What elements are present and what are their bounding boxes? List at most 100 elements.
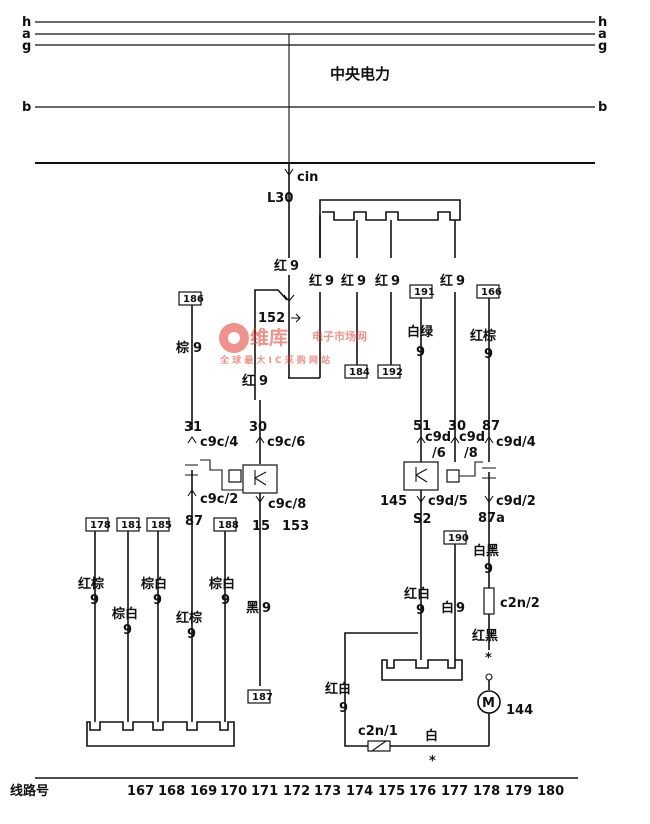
terminal-c9c4: c9c/4 <box>200 435 238 450</box>
terminal-l30: L30 <box>267 191 293 206</box>
wire-label-black9-num: 9 <box>262 601 271 616</box>
wire-label-red9-2-color: 红 <box>242 373 255 389</box>
wire-label-black9-color: 黑 <box>246 601 259 616</box>
line-number: 172 <box>283 784 310 799</box>
component-153-label: 153 <box>282 519 309 534</box>
right-harness: 190 红白 9 白 9 白黑 9 c2n/2 红黑 * M 144 白 * 红… <box>325 530 540 769</box>
terminal-c9d4: c9d/4 <box>496 435 536 450</box>
wire-label-brown9-num: 9 <box>193 341 202 356</box>
pin-87a: 87a <box>478 511 505 526</box>
bus-label-h-right: h <box>598 15 607 30</box>
wire-label-red9-b-num: 9 <box>325 274 334 289</box>
ref-181: 181 <box>121 520 142 531</box>
bus-label-g-left: g <box>22 39 31 54</box>
wire-label-white9-num: 9 <box>456 601 465 616</box>
line-number: 173 <box>314 784 341 799</box>
terminal-c9d-b: c9d <box>459 430 485 445</box>
watermark: 维库 电子市场网 全 球 最 大 I C 采 购 网 站 <box>219 323 367 366</box>
ref-box-192 <box>377 364 401 379</box>
ref-185: 185 <box>151 520 172 531</box>
ref-186: 186 <box>183 294 204 305</box>
central-feed: cin L30 红 9 红 9 <box>242 163 318 389</box>
line-number: 168 <box>158 784 185 799</box>
wire-label-white: 白 <box>425 728 438 744</box>
ref-box-187 <box>247 689 271 704</box>
bus-label-a-left: a <box>22 27 31 42</box>
bus-label-h-left: h <box>22 15 31 30</box>
footer-label: 线路号 <box>10 783 49 799</box>
wire-label-red-black: 红黑 <box>472 628 498 644</box>
line-number: 170 <box>220 784 247 799</box>
wire-label-red-white-a: 红白 <box>404 586 430 602</box>
terminal-c2n1: c2n/1 <box>358 724 398 739</box>
fuse-strip <box>319 199 461 258</box>
line-number: 174 <box>346 784 373 799</box>
wire-label-178: 红棕 <box>78 576 104 592</box>
line-number: 169 <box>190 784 217 799</box>
svg-text:9: 9 <box>123 623 132 638</box>
page-title: 中央电力 <box>330 65 390 83</box>
line-number: 180 <box>537 784 564 799</box>
left-harness: 178 181 185 188 红棕 9 棕白 9 棕白 9 红棕 9 棕白 9 <box>78 517 239 747</box>
bus-label-a-right: a <box>598 27 607 42</box>
watermark-site: 电子市场网 <box>312 329 367 343</box>
terminal-c9d5: c9d/5 <box>428 494 468 509</box>
wire-label-red-white-b: 红白 <box>325 681 351 697</box>
svg-text:9: 9 <box>90 593 99 608</box>
component-152-label: 152 <box>258 311 285 326</box>
bus-lines: h a g b h a g b <box>22 15 607 164</box>
component-152: 152 <box>254 289 301 400</box>
terminal-c9d-8: /8 <box>464 446 478 461</box>
svg-text:9: 9 <box>221 593 230 608</box>
terminal-c9d: c9d <box>425 430 451 445</box>
motor-symbol: M <box>482 696 495 711</box>
ref-187: 187 <box>252 692 273 703</box>
terminal-c9c2: c9c/2 <box>200 492 238 507</box>
ref-box-166 <box>476 284 500 299</box>
ref-box-178 <box>85 517 109 532</box>
star-marker-top: * <box>485 651 492 666</box>
pin-s2: S2 <box>413 512 431 527</box>
wire-label-red9-2-num: 9 <box>259 374 268 389</box>
line-number: 179 <box>505 784 532 799</box>
ref-184: 184 <box>349 367 370 378</box>
wire-label-red9-c-num: 9 <box>357 274 366 289</box>
ref-191: 191 <box>414 287 435 298</box>
ref-192: 192 <box>382 367 403 378</box>
terminal-c9c8: c9c/8 <box>268 497 306 512</box>
svg-text:9: 9 <box>153 593 162 608</box>
pin-87-left: 87 <box>185 514 203 529</box>
line-number: 171 <box>251 784 278 799</box>
relay-145-coil <box>403 461 439 491</box>
bus-label-b-right: b <box>598 100 607 115</box>
wire-label-red9-e-num: 9 <box>456 274 465 289</box>
wire-label-red9-d-num: 9 <box>391 274 400 289</box>
wire-label-red9-d-color: 红 <box>375 273 388 289</box>
svg-text:9: 9 <box>339 701 348 716</box>
footer: 线路号 167 168 169 170 171 172 173 174 175 … <box>10 777 578 799</box>
wire-label-red9-color: 红 <box>274 258 287 274</box>
component-145-label: 145 <box>380 494 407 509</box>
pin-31: 31 <box>184 420 202 435</box>
ref-166: 166 <box>481 287 502 298</box>
pin-15: 15 <box>252 519 270 534</box>
line-number: 178 <box>473 784 500 799</box>
connector-c2n2 <box>483 587 495 615</box>
svg-text:9: 9 <box>187 627 196 642</box>
pin-30-right: 30 <box>448 419 466 434</box>
wire-label-185: 棕白 <box>140 576 167 592</box>
wire-label-red9-b-color: 红 <box>309 273 322 289</box>
ref-box-186 <box>178 291 202 306</box>
wire-label-188: 棕白 <box>208 576 235 592</box>
terminal-c9d-6: /6 <box>432 446 446 461</box>
ref-178: 178 <box>90 520 111 531</box>
pin-51: 51 <box>413 419 431 434</box>
wire-label-red9-e-color: 红 <box>440 273 453 289</box>
wire-label-166: 红棕 <box>470 328 496 344</box>
line-number: 167 <box>127 784 154 799</box>
star-marker-bottom: * <box>429 754 436 769</box>
bus-label-b-left: b <box>22 100 31 115</box>
wire-label-181: 棕白 <box>111 606 138 622</box>
svg-text:9: 9 <box>484 562 493 577</box>
